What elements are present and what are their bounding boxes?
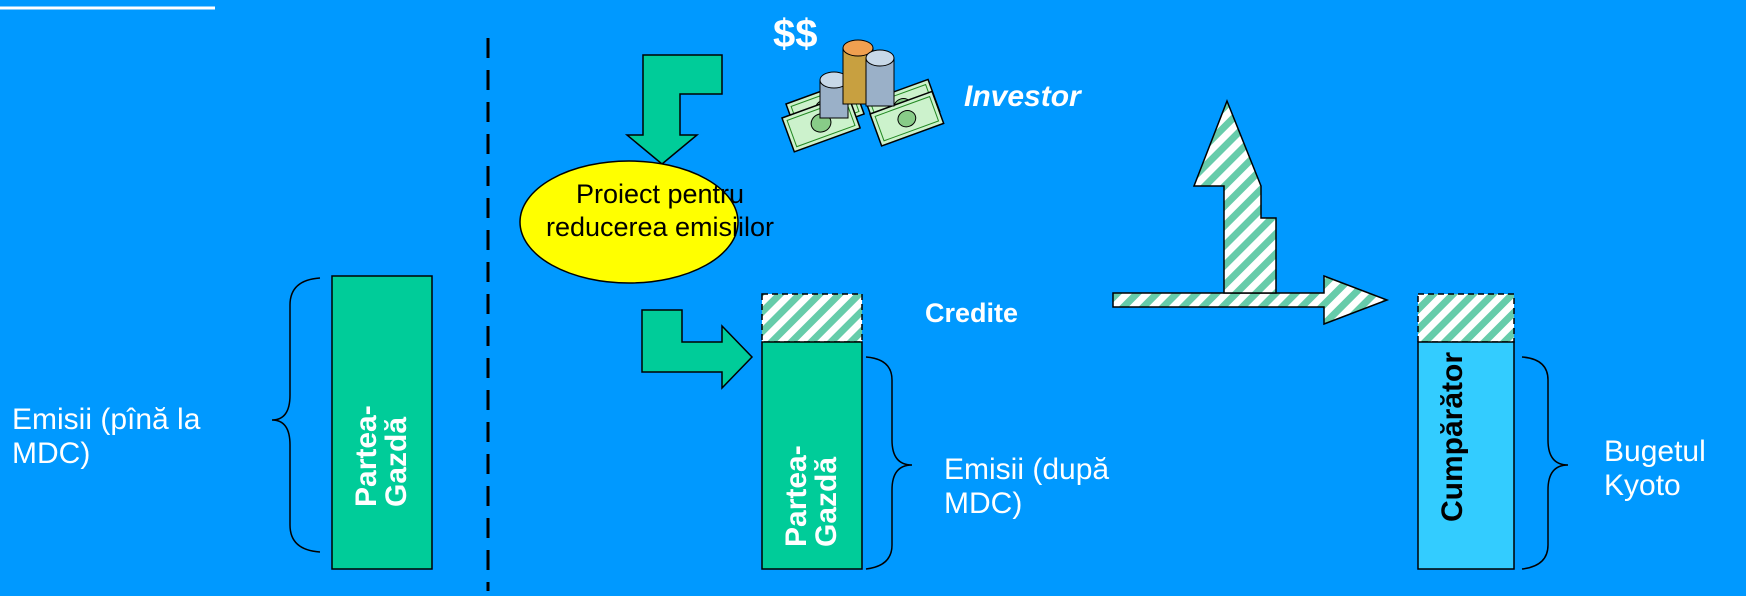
brace-left: [271, 277, 321, 553]
emissions-before-line2: MDC): [12, 437, 91, 470]
arrow-investment: [624, 54, 723, 165]
host-label-middle-line2: Gazdă: [810, 456, 843, 547]
emissions-after-line1: Emisii (după: [944, 453, 1110, 486]
host-label-middle: Partea- Gazdă: [780, 377, 843, 547]
emissions-before-line1: Emisii (pînă la: [12, 403, 201, 436]
arrow-credits-to-investor: [1192, 98, 1277, 294]
host-bar-middle: [761, 341, 863, 570]
arrow-reduction: [641, 309, 754, 390]
host-label-left: Partea- Gazdă: [350, 337, 413, 507]
kyoto-budget-line1: Bugetul: [1604, 435, 1706, 468]
emissions-after-line2: MDC): [944, 487, 1023, 520]
buyer-bar: [1417, 341, 1515, 570]
credits-box-middle: [761, 293, 863, 343]
credits-label: Credite: [925, 298, 1019, 328]
emissions-after-label: Emisii (după MDC): [944, 453, 1109, 521]
project-label: Proiect pentru reducerea emisiilor: [480, 178, 840, 244]
project-label-line1: Proiect pentru: [575, 179, 745, 209]
brace-middle: [865, 356, 913, 570]
brace-right: [1521, 356, 1569, 570]
investor-label: Investor: [964, 80, 1081, 113]
host-bar-left: [331, 275, 433, 570]
project-label-line2: reducerea emisiilor: [545, 212, 775, 242]
host-label-left-line2: Gazdă: [380, 416, 413, 507]
emissions-before-label: Emisii (pînă la MDC): [12, 403, 200, 471]
money-icon: [781, 39, 945, 153]
kyoto-budget-label: Bugetul Kyoto: [1604, 435, 1706, 503]
kyoto-budget-line2: Kyoto: [1604, 469, 1681, 502]
arrow-credits-transfer: [1112, 274, 1390, 326]
host-label-left-line1: Partea-: [350, 405, 383, 507]
host-label-middle-line1: Partea-: [780, 445, 813, 547]
buyer-label: Cumpărător: [1436, 351, 1469, 522]
project-oval: [519, 160, 739, 284]
money-symbol: $$: [773, 12, 818, 56]
